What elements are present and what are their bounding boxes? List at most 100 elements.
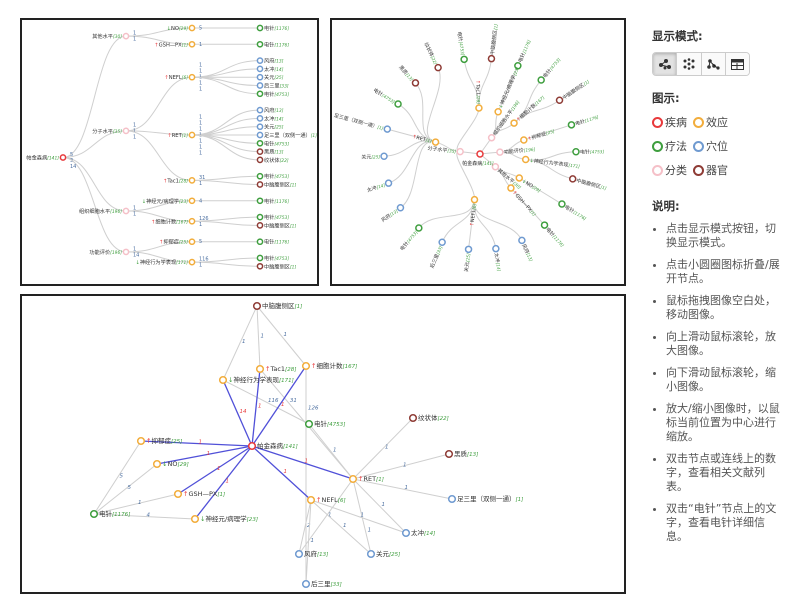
node-label[interactable]: 中脑腹侧区[1] [264,262,296,270]
node-label[interactable]: 风府[13] [264,56,284,64]
node-label[interactable]: 中脑腹侧区[1] [561,78,591,101]
node-circle-effect[interactable] [255,364,265,374]
node-label[interactable]: 电针[4753] [264,172,289,180]
node-label[interactable]: ↑Tac1[28] [265,365,296,373]
node-label[interactable]: 关元[25] [264,122,284,130]
node-count[interactable]: [1] [529,209,538,218]
node-circle-acupoint[interactable] [294,549,304,559]
node-label[interactable]: ↓神经元/病理学[23] [142,196,189,204]
node-count[interactable]: [1176] [274,42,289,48]
node-label[interactable]: 后三里[33] [264,81,289,89]
node-circle-acupoint[interactable] [492,244,500,253]
node-count[interactable]: [13] [274,149,283,155]
node-count[interactable]: [22] [438,416,449,422]
edge-count-label[interactable]: 1 [361,513,365,519]
node-circle-acupoint[interactable] [464,245,473,254]
node-circle-therapy[interactable] [558,200,566,208]
node-label[interactable]: ↑GSH—PX[1] [183,490,225,498]
node-count[interactable]: [23] [512,66,521,77]
node-circle-effect[interactable] [188,197,196,205]
node-count[interactable]: [1] [290,264,297,270]
edge-count-label[interactable]: 1 [281,402,285,408]
radial-mode-button[interactable] [677,53,702,75]
node-count[interactable]: [35] [447,148,457,155]
node-label[interactable]: 中脑腹侧区[1] [264,180,296,188]
node-circle-organ[interactable] [408,413,418,423]
node-label[interactable]: 中脑腹侧区[1] [264,221,296,229]
node-circle-acupoint[interactable] [256,123,264,131]
node-circle-disease[interactable] [247,441,257,451]
node-circle-effect[interactable] [520,136,528,144]
node-circle-category[interactable] [122,32,130,40]
edge-count-label[interactable]: 1 [217,466,221,472]
node-count[interactable]: [28] [285,367,296,373]
node-label[interactable]: 组织细胞水平[196] [79,207,122,215]
node-circle-organ[interactable] [256,181,264,188]
node-label[interactable]: 电针[1176] [564,203,589,222]
node-label[interactable]: ↓NO[29] [167,26,189,32]
node-circle-therapy[interactable] [394,100,402,108]
edge-count-label[interactable]: 1 [199,115,202,121]
edge-count-label[interactable]: 1 [133,246,136,252]
node-circle-organ[interactable] [411,79,420,87]
edge-count-label[interactable]: 1 [226,479,230,485]
node-count[interactable]: [171] [279,378,294,384]
node-count[interactable]: [1] [425,137,433,144]
edge-count-label[interactable]: 1 [199,127,202,133]
node-circle-effect[interactable] [188,217,196,225]
node-label[interactable]: 电针[4753] [398,229,419,252]
node-count[interactable]: [28] [475,95,481,104]
node-circle-effect[interactable] [494,107,502,116]
node-circle-effect[interactable] [152,459,162,469]
node-circle-organ[interactable] [487,54,496,63]
node-label[interactable]: 关元[25] [361,153,380,160]
node-label[interactable]: 风府[13] [520,242,535,262]
node-label[interactable]: 太冲[14] [366,181,386,194]
node-circle-therapy[interactable] [256,238,264,246]
node-circle-acupoint[interactable] [256,131,264,139]
edge-count-label[interactable]: 5 [199,26,202,32]
node-circle-category[interactable] [122,248,130,256]
node-count[interactable]: [1] [290,182,297,188]
node-count[interactable]: [196] [110,209,122,215]
node-count[interactable]: [1176] [572,209,587,222]
node-label[interactable]: 电针[1176] [264,40,289,48]
node-count[interactable]: [25] [389,552,400,558]
node-count[interactable]: [23] [247,517,258,523]
node-circle-acupoint[interactable] [301,579,311,589]
node-count[interactable]: [22] [280,157,289,163]
node-label[interactable]: 功能评价[196] [504,145,536,155]
node-circle-therapy[interactable] [540,221,549,229]
edge-count-label[interactable]: 1 [305,459,309,465]
node-label[interactable]: 电针[4753] [314,419,345,428]
node-circle-effect[interactable] [218,375,228,385]
edge-count-label[interactable]: 1 [242,339,246,345]
node-count[interactable]: [1] [217,492,225,498]
node-count[interactable]: [25] [171,439,182,445]
node-circle-acupoint[interactable] [438,238,446,246]
node-count[interactable]: [14] [274,66,283,72]
node-circle-therapy[interactable] [256,90,264,98]
edge-count-label[interactable]: 14 [240,409,247,415]
edge-count-label[interactable]: 1 [199,121,202,127]
node-label[interactable]: ↑RET[1] [358,475,384,483]
edge-count-label[interactable]: 1 [199,69,202,75]
node-label[interactable]: 纹状体[22] [264,155,289,163]
node-label[interactable]: 电针[4753] [264,254,289,262]
node-circle-acupoint[interactable] [256,57,264,64]
node-circle-effect[interactable] [507,184,515,192]
node-circle-acupoint[interactable] [366,549,376,559]
node-label[interactable]: 电针[4753] [264,213,289,221]
node-label[interactable]: ↓神经元/病理学[23] [200,514,258,523]
node-count[interactable]: [4753] [381,92,396,105]
node-label[interactable]: 电针[4753] [264,139,289,147]
edge-count-label[interactable]: 5 [70,152,73,158]
node-count[interactable]: [4753] [590,149,605,155]
edge-count-label[interactable]: 1 [405,485,409,491]
node-count[interactable]: [4753] [327,422,345,428]
edge-count-label[interactable]: 126 [199,216,209,222]
node-count[interactable]: [30] [512,180,523,190]
node-circle-acupoint[interactable] [256,82,264,89]
node-circle-effect[interactable] [306,495,316,505]
node-count[interactable]: [196] [509,99,521,112]
